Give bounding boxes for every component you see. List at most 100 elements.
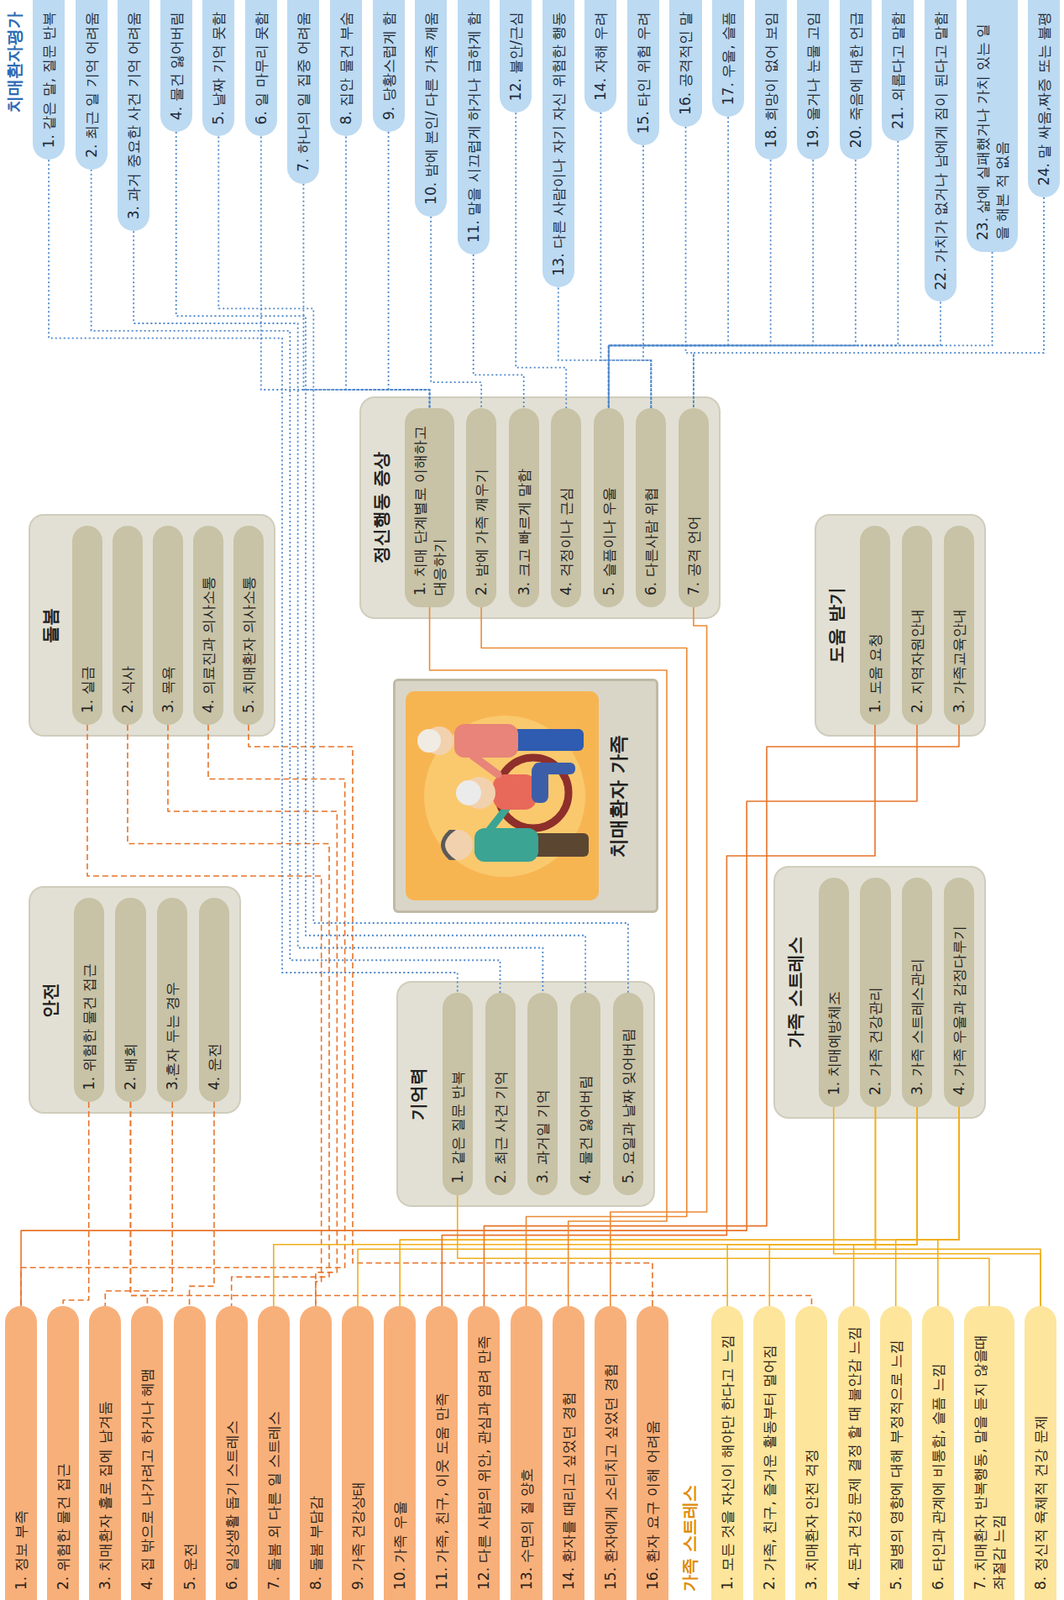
stress-item: 1. 모든 것을 자신이 해야만 한다고 느낌	[711, 1305, 744, 1600]
category-item: 2. 지역자원안내	[901, 525, 933, 725]
connector	[248, 724, 653, 1306]
connector	[133, 230, 543, 993]
connector	[693, 197, 1044, 409]
category-item: 2. 식사	[112, 525, 143, 725]
item-text: 6. 타인과 관계에 비통함, 슬픔 느낌	[928, 1319, 948, 1590]
connector	[62, 1101, 90, 1306]
assessment-item: 4. 물건 잃어버림	[160, 0, 193, 132]
need-item: 2. 위험한 물건 접근	[47, 1305, 79, 1600]
item-text: 6. 다른사람 위협	[641, 419, 661, 596]
connector	[399, 1106, 960, 1306]
connector	[643, 145, 651, 409]
connector	[608, 159, 771, 409]
assessment-item: 8. 집안 물건 부숨	[330, 0, 362, 137]
figure-arm	[472, 755, 498, 775]
item-text: 4. 물건 잃어버림	[576, 1004, 595, 1184]
connector	[189, 1101, 215, 1306]
item-text: 7. 하나의 일 집중 어려움	[293, 11, 313, 173]
category-box: 도움 받기 1. 도움 요청 2. 지역자원안내 3. 가족교육안내	[816, 515, 985, 735]
item-text: 10. 가족 우울	[390, 1319, 409, 1590]
assessment-item: 10. 밤에 본인/ 다른 가족 깨움	[414, 0, 447, 217]
item-text: 5. 요일과 날짜 잊어버림	[618, 1004, 638, 1184]
item-text: 2. 위험한 물건 접근	[53, 1319, 73, 1590]
connector	[608, 159, 813, 409]
item-text: 3. 과거일 기억	[533, 1004, 552, 1184]
need-item: 5. 운전	[173, 1305, 206, 1600]
assessment-item: 7. 하나의 일 집중 어려움	[287, 0, 320, 184]
stress-item: 2. 가족, 친구, 즐거운 활동부터 멀어짐	[753, 1305, 786, 1600]
connector	[938, 1106, 960, 1306]
assessment-item: 24. 말 싸움,짜증 또는 불평	[1027, 0, 1060, 198]
stress-item: 5. 질병의 영향에 대해 부정적으로 느낌	[880, 1305, 912, 1600]
assessment-item: 14. 자해 우려	[584, 0, 617, 113]
item-text: 7. 공격 언어	[684, 419, 703, 596]
item-text: 9. 당황스럽게 함	[379, 11, 399, 121]
figure-body	[492, 774, 537, 810]
category-box: 기억력1. 같은 질문 반복2. 최근 사건 기억3. 과거일 기억4. 물건 …	[398, 982, 654, 1206]
item-text: 4. 가족 우울과 감정다루기	[949, 889, 969, 1096]
item-text: 17. 우울, 슬픔	[718, 11, 738, 105]
connector	[483, 724, 960, 1306]
item-text: 6. 일 마무리 못함	[251, 11, 271, 125]
item-text: 13. 수면의 질 양호	[517, 1319, 536, 1590]
connector	[875, 1106, 1041, 1306]
box-title: 기억력	[406, 992, 430, 1196]
connector	[896, 1106, 960, 1306]
box-title: 정신행동 증상	[369, 408, 394, 608]
connector	[608, 301, 941, 409]
category-item: 1. 치매예방체조	[818, 877, 850, 1107]
item-text: 5. 슬픔이나 우울	[599, 419, 619, 596]
item-text: 18. 희망이 없어 보임	[761, 11, 781, 148]
category-item: 3.혼자 두는 경우	[157, 897, 188, 1102]
item-text: 15. 타인 위험 우려	[634, 11, 653, 134]
item-text: 1. 치매 단계별로 이해하고 대응하기	[410, 419, 448, 596]
item-text: 3. 가족교육안내	[949, 537, 969, 713]
assessment-item: 18. 희망이 없어 보임	[754, 0, 787, 160]
item-text: 3. 치매환자 홀로 집에 남겨둠	[95, 1319, 115, 1590]
category-item: 3. 크고 빠르게 말함	[508, 408, 540, 608]
connector	[48, 159, 458, 993]
category-item: 7. 공격 언어	[678, 408, 709, 608]
need-item: 16. 환자 요구 이해 어려움	[636, 1305, 669, 1600]
connector	[686, 126, 694, 409]
category-item: 3. 과거일 기억	[527, 992, 558, 1196]
connector	[608, 159, 856, 409]
figure-legs	[531, 833, 589, 857]
category-item: 1. 도움 요청	[859, 525, 891, 725]
item-text: 2. 지역자원안내	[907, 537, 927, 713]
assessment-item: 5. 날짜 기억 못함	[202, 0, 235, 137]
connector	[558, 287, 652, 409]
illustration-ground	[405, 691, 599, 901]
category-item: 4. 가족 우울과 감정다루기	[943, 877, 975, 1107]
item-text: 10. 밤에 본인/ 다른 가족 깨움	[421, 11, 441, 205]
item-text: 2. 가족, 친구, 즐거운 활동부터 멀어짐	[760, 1319, 779, 1590]
connector	[87, 724, 322, 1306]
item-text: 16. 공격적인 말	[676, 11, 695, 116]
need-item: 7. 돌봄 외 다른 일 스트레스	[257, 1305, 290, 1600]
need-item: 13. 수면의 질 양호	[510, 1305, 543, 1600]
need-item: 10. 가족 우울	[383, 1305, 416, 1600]
connector	[515, 112, 567, 409]
item-text: 3.혼자 두는 경우	[162, 909, 182, 1091]
item-text: 4. 집 밖으로 나가려고 하거나 헤맴	[137, 1319, 157, 1590]
item-text: 16. 환자 요구 이해 어려움	[643, 1319, 662, 1590]
connector	[854, 1106, 918, 1306]
connector	[345, 136, 430, 409]
connector	[20, 724, 346, 1306]
assessment-item: 6. 일 마무리 못함	[245, 0, 278, 137]
category-item: 3. 목욕	[152, 525, 184, 725]
item-text: 14. 자해 우려	[591, 11, 610, 101]
box-title: 도움 받기	[824, 525, 849, 725]
item-text: 9. 가족 건강상태	[348, 1319, 367, 1590]
item-text: 15. 환자에게 소리치고 싶었던 경험	[601, 1319, 620, 1590]
assessment-item: 17. 우울, 슬픔	[712, 0, 745, 117]
item-text: 2. 배회	[120, 909, 140, 1091]
card-title: 치매환자 가족	[605, 734, 632, 858]
connector	[303, 183, 430, 409]
item-text: 3. 크고 빠르게 말함	[514, 419, 534, 596]
figure-hair	[456, 780, 482, 806]
item-text: 12. 다른 사람의 위안, 관심과 염려 만족	[474, 1319, 493, 1590]
assessment-item: 11. 말을 시끄럽게 하거나 급하게 함	[457, 0, 490, 255]
item-text: 4. 걱정이나 근심	[556, 419, 576, 596]
